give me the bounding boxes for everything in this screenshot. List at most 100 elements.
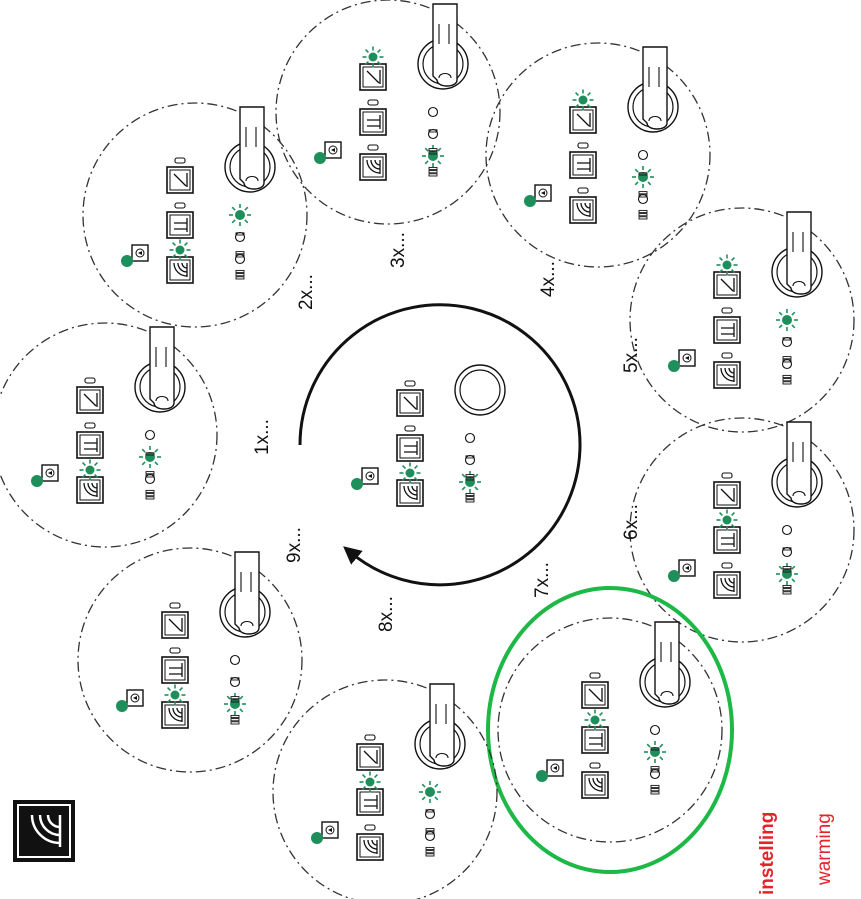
caption-setting: instelling	[757, 812, 778, 895]
select-button[interactable]	[639, 621, 691, 708]
standby-led	[116, 700, 128, 712]
caption-heating: warming	[814, 813, 835, 886]
select-button[interactable]	[219, 551, 271, 638]
radiant-heat-mode-icon[interactable]	[161, 684, 189, 729]
convection-mode-icon[interactable]	[713, 509, 741, 554]
floor-heat-mode-icon[interactable]	[713, 254, 741, 299]
finger-press-icon	[432, 3, 458, 87]
convection-mode-icon[interactable]	[356, 771, 384, 816]
select-button[interactable]	[417, 3, 469, 90]
standby-button[interactable]	[361, 467, 379, 485]
select-button[interactable]	[224, 106, 276, 193]
step-7-panel	[486, 586, 734, 874]
convection-mode-icon[interactable]	[359, 99, 387, 136]
radiant-heat-mode-icon[interactable]	[356, 824, 384, 861]
floor-heat-mode-icon[interactable]	[396, 380, 424, 417]
floor-heat-mode-icon[interactable]	[161, 602, 189, 639]
led-glow	[79, 459, 101, 481]
highlight-ring	[486, 586, 734, 874]
led-glow	[164, 684, 186, 706]
convection-mode-icon[interactable]	[581, 709, 609, 754]
step-4-label: 4x...	[538, 261, 559, 297]
radiant-heat-mode-icon[interactable]	[581, 762, 609, 799]
standby-led	[524, 195, 536, 207]
standby-led	[536, 770, 548, 782]
standby-button[interactable]	[546, 759, 564, 777]
floor-heat-mode-icon[interactable]	[569, 89, 597, 134]
level-1-indicator	[144, 473, 156, 500]
radiant-heat-mode-icon[interactable]	[359, 144, 387, 181]
floor-heat-mode-icon[interactable]	[713, 472, 741, 509]
standby-button[interactable]	[324, 141, 342, 159]
convection-mode-icon[interactable]	[166, 202, 194, 239]
level-2-indicator	[781, 336, 793, 363]
standby-led	[668, 360, 680, 372]
select-button[interactable]	[627, 46, 679, 133]
step-3-label: 3x...	[388, 232, 409, 268]
finger-press-icon	[429, 683, 455, 767]
led-glow	[584, 709, 606, 731]
led-glow	[776, 309, 798, 331]
floor-heat-mode-icon[interactable]	[581, 672, 609, 709]
select-button[interactable]	[414, 683, 466, 770]
level-3-indicator	[637, 149, 649, 176]
led-glow	[644, 741, 666, 763]
step-labels: 1x...2x...3x...4x...5x...6x...7x...8x...…	[252, 232, 642, 632]
standby-button[interactable]	[131, 244, 149, 262]
step-2-panel	[82, 102, 308, 328]
cycle-arrow	[298, 303, 582, 587]
level-2-indicator	[424, 808, 436, 835]
convection-mode-icon[interactable]	[161, 647, 189, 684]
step-4-panel	[485, 42, 711, 268]
select-button[interactable]	[134, 326, 186, 413]
select-button[interactable]	[771, 421, 823, 508]
select-button[interactable]	[454, 364, 506, 416]
standby-button[interactable]	[678, 559, 696, 577]
level-1-indicator	[649, 768, 661, 795]
step-5-panel	[629, 207, 855, 433]
level-2-indicator	[644, 741, 666, 773]
convection-mode-icon[interactable]	[396, 425, 424, 462]
standby-button[interactable]	[126, 689, 144, 707]
standby-button[interactable]	[534, 184, 552, 202]
level-3-indicator	[776, 309, 798, 341]
led-glow	[632, 166, 654, 188]
level-2-indicator	[632, 166, 654, 198]
radiant-heat-mode-icon[interactable]	[166, 239, 194, 284]
radiant-heat-mode-icon[interactable]	[713, 562, 741, 599]
radiant-heat-mode-icon[interactable]	[713, 352, 741, 389]
floor-heat-mode-icon[interactable]	[166, 157, 194, 194]
step-1-label: 1x...	[252, 419, 273, 455]
step-2-label: 2x...	[296, 274, 317, 310]
standby-button[interactable]	[41, 464, 59, 482]
convection-mode-icon[interactable]	[713, 307, 741, 344]
standby-button[interactable]	[678, 349, 696, 367]
convection-mode-icon[interactable]	[569, 142, 597, 179]
floor-heat-mode-icon[interactable]	[356, 734, 384, 771]
radiant-heat-mode-icon[interactable]	[569, 187, 597, 224]
step-8-label: 8x...	[376, 596, 397, 632]
standby-button[interactable]	[321, 821, 339, 839]
floor-heat-mode-icon[interactable]	[359, 46, 387, 91]
select-button[interactable]	[771, 211, 823, 298]
level-2-indicator	[234, 231, 246, 258]
led-glow	[716, 509, 738, 531]
level-3-indicator	[464, 432, 476, 459]
radiant-heat-mode-icon[interactable]	[396, 462, 424, 507]
radiant-heat-icon	[13, 800, 75, 862]
level-3-indicator	[419, 781, 441, 813]
convection-mode-icon[interactable]	[76, 422, 104, 459]
led-glow	[422, 145, 444, 167]
standby-led	[351, 478, 363, 490]
level-1-indicator	[459, 471, 481, 503]
level-1-indicator	[637, 193, 649, 220]
finger-press-icon	[239, 106, 265, 190]
finger-press-icon	[642, 46, 668, 130]
step-9-panel	[77, 547, 303, 773]
level-3-indicator	[144, 429, 156, 456]
floor-heat-mode-icon[interactable]	[76, 377, 104, 414]
radiant-heat-mode-icon[interactable]	[76, 459, 104, 504]
level-3-indicator	[781, 524, 793, 551]
led-glow	[572, 89, 594, 111]
